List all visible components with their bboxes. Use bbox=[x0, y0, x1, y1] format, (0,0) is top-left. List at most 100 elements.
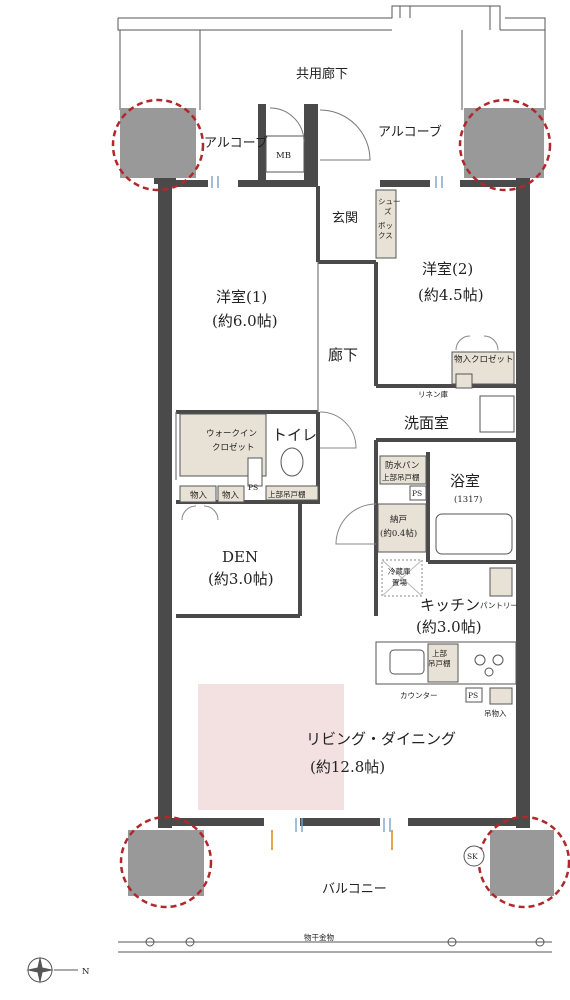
bath-pan-shelf-label: 上部吊戸棚 bbox=[382, 472, 420, 482]
structural-columns bbox=[111, 98, 570, 909]
wall-top-left bbox=[172, 180, 208, 187]
thin-walls bbox=[175, 262, 319, 480]
bath-ps-box bbox=[409, 485, 427, 501]
kitchen-upper-cabinet-label-1: 上部 bbox=[432, 648, 447, 658]
bath-name: 浴室 bbox=[450, 472, 480, 490]
shoes-box-label-1: シュー bbox=[378, 197, 401, 206]
wall-left-vertical bbox=[158, 176, 172, 828]
column-marker-top-right bbox=[458, 98, 552, 192]
column-marker-top-left bbox=[111, 98, 205, 192]
column-bottom-left bbox=[128, 830, 204, 896]
pantry-label: パントリー bbox=[480, 601, 518, 610]
living-highlight bbox=[198, 684, 344, 810]
drying-rack-label: 物干金物 bbox=[304, 932, 334, 942]
pantry-box bbox=[489, 567, 513, 597]
hallway-label: 廊下 bbox=[328, 346, 358, 364]
storage-left-b bbox=[217, 485, 245, 503]
compass-icon bbox=[26, 956, 78, 984]
kitchen-name: キッチン bbox=[420, 596, 480, 614]
hanging-storage-box bbox=[489, 687, 513, 705]
fridge-label-2: 置場 bbox=[392, 577, 407, 587]
nando-name: 納戸 bbox=[390, 514, 407, 525]
mb-wall-a bbox=[304, 104, 318, 184]
storage-left-b-label: 物入 bbox=[222, 490, 240, 501]
wall-top-right bbox=[380, 180, 430, 187]
balcony-railing bbox=[118, 937, 552, 953]
column-top-left bbox=[120, 108, 196, 178]
kitchen-upper-cabinet-label-2: 吊戸棚 bbox=[428, 658, 451, 668]
toilet-fixture bbox=[280, 447, 304, 477]
linen-label: リネン庫 bbox=[418, 389, 448, 399]
mb-door-swing bbox=[269, 107, 305, 143]
western-room-2-name: 洋室(2) bbox=[422, 260, 473, 278]
column-bottom-right bbox=[490, 830, 554, 896]
western-room-1-size: (約6.0帖) bbox=[212, 312, 278, 330]
kitchen-sink bbox=[389, 649, 425, 675]
shoes-box-label-4: クス bbox=[378, 231, 393, 240]
bath-size: (1317) bbox=[454, 494, 482, 505]
kitchen-upper-cabinet bbox=[427, 643, 459, 683]
toilet-label: トイレ bbox=[272, 426, 317, 444]
fridge-label-1: 冷蔵庫 bbox=[388, 566, 411, 576]
nando bbox=[377, 503, 427, 553]
sk-label: SK bbox=[467, 852, 478, 861]
column-marker-bottom-left bbox=[119, 815, 213, 909]
storage-left-a bbox=[179, 485, 217, 503]
den-door-swing bbox=[181, 505, 219, 521]
linen-storage bbox=[455, 373, 473, 389]
toilet-ps-box bbox=[247, 457, 263, 487]
walkin-closet-label-1: ウォークイン bbox=[206, 429, 257, 439]
storage-closet-label: 物入クロゼット bbox=[454, 354, 514, 365]
vents-bottom bbox=[295, 818, 391, 832]
north-label: N bbox=[82, 967, 90, 977]
nando-size: (約0.4帖) bbox=[380, 528, 417, 539]
wall-top-right-2 bbox=[460, 180, 516, 187]
common-corridor-structure bbox=[117, 5, 546, 110]
wall-right-vertical bbox=[516, 176, 530, 828]
living-name: リビング・ダイニング bbox=[306, 730, 456, 748]
alcove-right-label: アルコーブ bbox=[378, 124, 442, 140]
walkin-closet-label-2: クロゼット bbox=[212, 442, 255, 453]
alcove-left-label: アルコーブ bbox=[204, 135, 268, 151]
shoes-box-label-3: ボッ bbox=[378, 221, 393, 230]
den-size: (約3.0帖) bbox=[208, 570, 274, 588]
vents-top bbox=[211, 176, 443, 188]
bath-pan-label: 防水パン bbox=[385, 460, 419, 471]
heater-marks bbox=[271, 830, 393, 850]
western-room-2-size: (約4.5帖) bbox=[418, 286, 484, 304]
living-size: (約12.8帖) bbox=[310, 758, 385, 776]
kitchen-ps-label: PS bbox=[468, 691, 478, 700]
washroom-vanity bbox=[479, 395, 515, 433]
mb-wall-b bbox=[258, 104, 266, 182]
closet-door-swing bbox=[455, 335, 499, 351]
mb-box bbox=[265, 135, 305, 173]
shoes-box-label-2: ズ bbox=[384, 206, 392, 216]
toilet-door-swing bbox=[319, 411, 357, 449]
common-corridor-label: 共用廊下 bbox=[296, 66, 348, 82]
bath-pan bbox=[379, 455, 427, 485]
toilet-ps-label: PS bbox=[248, 483, 258, 492]
toilet-upper-shelf bbox=[265, 485, 319, 501]
storage-left-a-label: 物入 bbox=[190, 490, 208, 501]
toilet-upper-shelf-label: 上部吊戸棚 bbox=[268, 489, 306, 499]
wall-top-mid bbox=[238, 180, 318, 187]
entry-door-swing bbox=[319, 109, 371, 161]
washroom-label: 洗面室 bbox=[404, 414, 449, 432]
wall-bottom-right bbox=[408, 818, 516, 826]
kitchen-ps-box bbox=[465, 687, 483, 703]
cooktop-burners bbox=[474, 654, 504, 677]
den-name: DEN bbox=[222, 548, 258, 566]
outer-walls bbox=[154, 104, 530, 828]
column-top-right bbox=[464, 108, 544, 178]
hanging-storage-label: 吊物入 bbox=[484, 708, 507, 718]
bathtub bbox=[435, 513, 513, 555]
shoes-box bbox=[375, 189, 397, 259]
wall-bottom-left bbox=[172, 818, 264, 826]
balcony-label: バルコニー bbox=[322, 882, 387, 897]
bath-ps-label: PS bbox=[412, 489, 422, 498]
mb-label: MB bbox=[276, 151, 291, 161]
genkan-label: 玄関 bbox=[332, 211, 358, 226]
counter-label: カウンター bbox=[400, 691, 438, 700]
